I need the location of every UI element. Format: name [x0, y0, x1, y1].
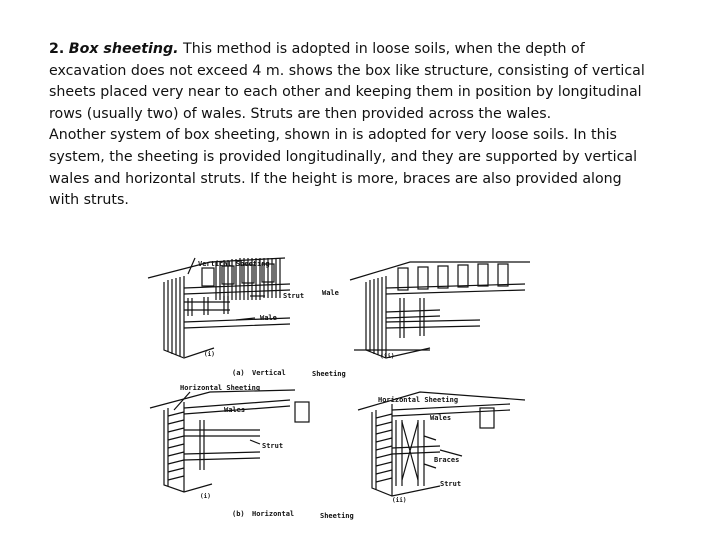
- caption-horizontal: Horizontal: [252, 510, 294, 518]
- label-horizontal-sheeting-right: Horizontal Sheeting: [378, 396, 458, 404]
- label-wales-left: Wales: [224, 406, 245, 414]
- paragraph-another-system: Another system of box sheeting, shown in…: [49, 127, 638, 209]
- label-strut-top: Strut: [283, 292, 304, 300]
- paragraph-box-sheeting: 2. Box sheeting. This method is adopted …: [49, 39, 649, 125]
- label-horizontal-sheeting-left: Horizontal Sheeting: [180, 384, 260, 392]
- label-wales-right: Wales: [430, 414, 451, 422]
- label-wale-right-top: Wale: [322, 289, 339, 297]
- label-sub-i-top: (i): [204, 351, 215, 358]
- label-wale-top: Wale: [260, 314, 277, 322]
- label-strut-right: Strut: [440, 480, 461, 488]
- paragraph-body: This method is adopted in loose soils, w…: [49, 41, 645, 122]
- label-sub-ii-bottom: (ii): [392, 497, 406, 504]
- section-heading: Box sheeting.: [68, 41, 179, 57]
- label-sub-ii-top: (ii): [380, 353, 394, 360]
- vertical-sheeting-left-drawing: [147, 257, 291, 359]
- figure-drawing: Vertical Sheeting Strut Wale Wale (i) (i…: [147, 257, 530, 520]
- caption-a: (a): [232, 369, 245, 377]
- label-braces: Braces: [434, 456, 459, 464]
- caption-vertical: Vertical: [252, 369, 286, 377]
- caption-sheeting-top: Sheeting: [312, 370, 346, 378]
- label-sub-i-bottom: (i): [200, 493, 211, 500]
- section-number: 2.: [49, 41, 65, 57]
- horizontal-sheeting-left-drawing: [149, 389, 310, 493]
- caption-sheeting-bottom: Sheeting: [320, 512, 354, 520]
- box-sheeting-figure: Vertical Sheeting Strut Wale Wale (i) (i…: [140, 240, 540, 525]
- horizontal-sheeting-right-drawing: [357, 391, 526, 497]
- caption-b: (b): [232, 510, 245, 518]
- label-strut-left: Strut: [262, 442, 283, 450]
- label-vertical-sheeting: Vertical Sheeting: [198, 260, 270, 268]
- text-block: 2. Box sheeting. This method is adopted …: [49, 39, 649, 212]
- vertical-sheeting-right-drawing: [349, 261, 530, 359]
